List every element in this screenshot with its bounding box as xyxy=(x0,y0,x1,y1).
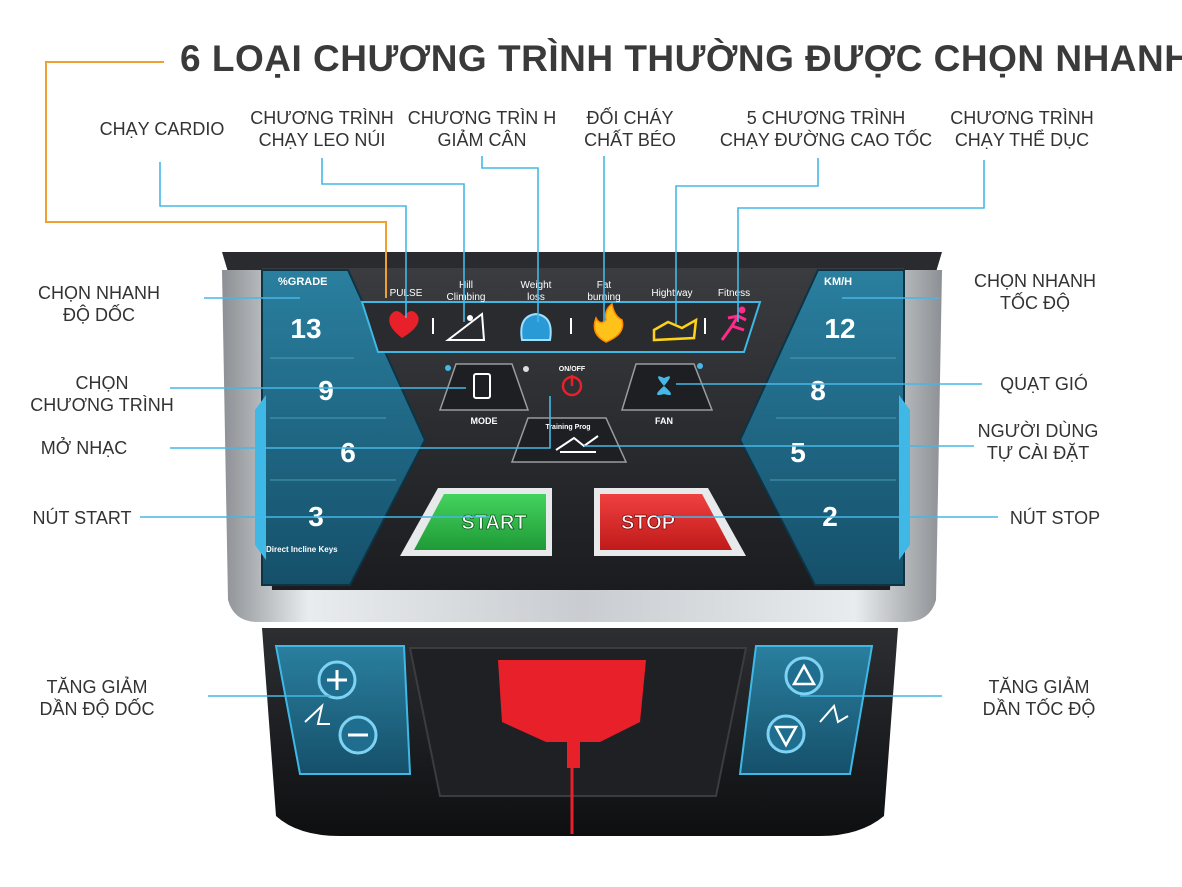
mode-key-frame xyxy=(438,363,530,411)
speed-runner-icon xyxy=(819,703,849,724)
weight-label-2: loss xyxy=(527,292,545,303)
mode-icon xyxy=(473,373,491,399)
hill-climb-icon xyxy=(445,312,486,341)
fan-key-frame xyxy=(620,363,714,411)
label-start-button: NÚT START xyxy=(32,508,132,528)
fitness-label: Fitness xyxy=(718,288,750,299)
safety-key-icon xyxy=(498,660,646,742)
weight-loss-icon xyxy=(520,312,552,341)
console-top-rim xyxy=(222,252,942,272)
top-callout-lines xyxy=(159,156,985,324)
label-cardio: CHẠY CARDIO xyxy=(99,119,225,139)
heart-icon xyxy=(389,311,419,338)
start-label: START xyxy=(461,512,526,534)
hill-label-2: Climbing xyxy=(447,292,486,303)
grade-key-9: 9 xyxy=(318,375,334,406)
training-label: Training Prog xyxy=(545,424,590,431)
hill-label-1: Hill xyxy=(459,280,473,291)
speed-key-8: 8 xyxy=(810,375,826,406)
speed-down-icon xyxy=(766,714,806,754)
incline-runner-icon xyxy=(304,703,330,725)
speed-key-12: 12 xyxy=(824,313,855,344)
orange-connector-line xyxy=(45,61,387,298)
label-stop-button: NÚT STOP xyxy=(1009,508,1101,528)
fat-burning-icon xyxy=(593,302,624,343)
training-prog-icon xyxy=(555,435,599,453)
weight-label-1: Weight xyxy=(521,280,552,291)
grade-key-13: 13 xyxy=(290,313,321,344)
speed-up-icon xyxy=(784,656,824,696)
incline-adjust-panel xyxy=(274,645,412,775)
fan-icon xyxy=(657,376,671,395)
stop-label: STOP xyxy=(621,512,675,534)
side-callout-lines xyxy=(140,297,998,697)
highway-label: Hightway xyxy=(651,288,692,299)
grade-key-6: 6 xyxy=(340,437,356,468)
onoff-label: ON/OFF xyxy=(559,366,586,373)
grade-header: %GRADE xyxy=(278,276,328,288)
speed-header: KM/H xyxy=(824,276,852,288)
label-music: MỞ NHẠC xyxy=(40,438,128,458)
program-strip xyxy=(360,301,762,353)
mode-label: MODE xyxy=(471,416,498,426)
page-title: 6 LOẠI CHƯƠNG TRÌNH THƯỜNG ĐƯỢC CHỌN NHA… xyxy=(180,38,1182,79)
direct-incline-label: Direct Incline Keys xyxy=(266,545,338,554)
highway-icon xyxy=(652,317,698,342)
speed-key-5: 5 xyxy=(790,437,806,468)
label-fan: QUẠT GIÓ xyxy=(1000,374,1088,394)
fan-label: FAN xyxy=(655,416,673,426)
